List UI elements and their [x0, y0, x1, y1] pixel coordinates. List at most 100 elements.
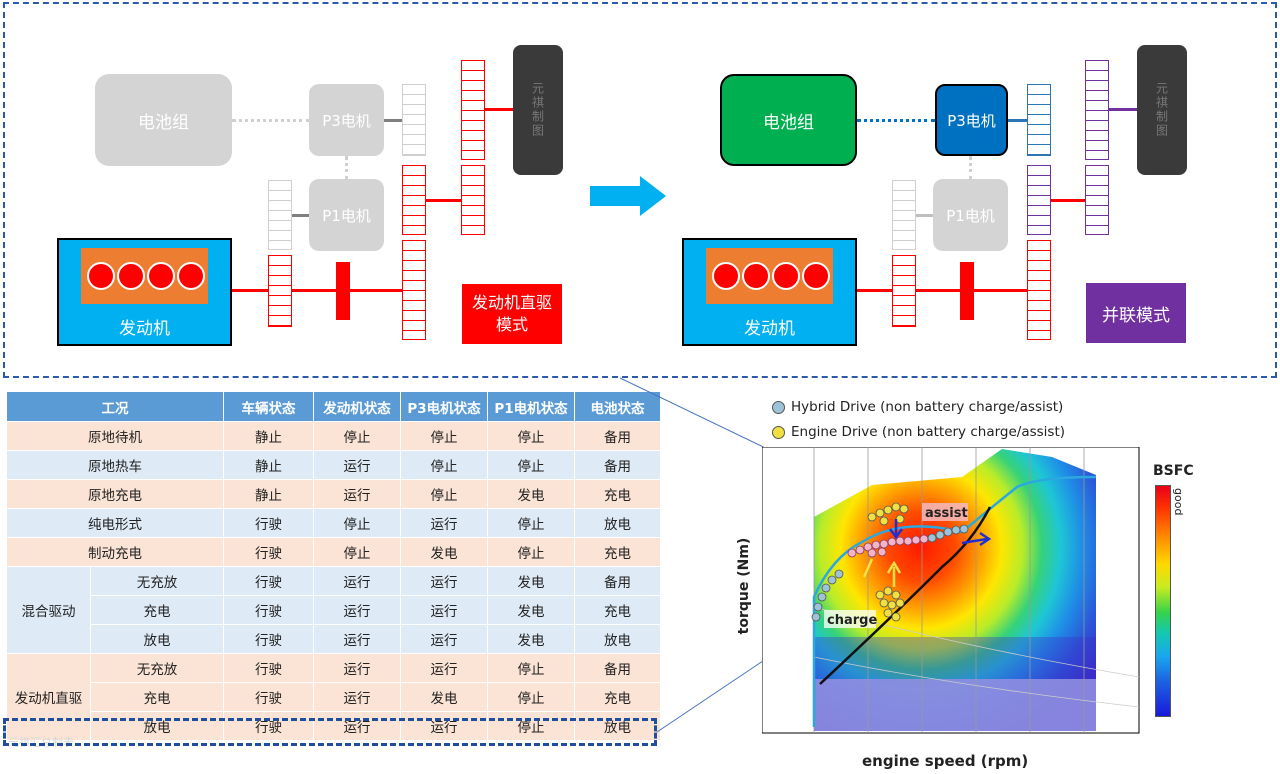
- row-condition: 原地热车: [6, 450, 224, 480]
- status-table: 工况 车辆状态 发动机状态 P3电机状态 P1电机状态 电池状态 原地待机 静止…: [6, 391, 661, 741]
- output-gear-top-right: [1085, 60, 1109, 160]
- cell: 运行: [313, 653, 401, 683]
- legend-engine: Engine Drive (non battery charge/assist): [772, 424, 1065, 440]
- group-engine-direct: 发动机直驱: [6, 653, 91, 741]
- cell: 停止: [487, 682, 575, 712]
- cell: 备用: [574, 653, 661, 683]
- cell: 运行: [313, 566, 401, 596]
- intermediate-gear-top: [402, 165, 426, 235]
- battery-box-active: 电池组: [720, 74, 857, 166]
- output-shaft-right: [1109, 108, 1137, 111]
- engine-box-right: 发动机: [682, 238, 857, 346]
- cell: 充电: [574, 682, 661, 712]
- cell: 发电: [487, 624, 575, 654]
- cell: 运行: [400, 711, 488, 741]
- cell: 运行: [400, 653, 488, 683]
- header-p1: P1电机状态: [487, 391, 575, 422]
- output-gear-mid: [461, 165, 485, 235]
- header-p3: P3电机状态: [400, 391, 488, 422]
- cell: 行驶: [223, 682, 314, 712]
- cell: 备用: [574, 566, 661, 596]
- cell: 停止: [313, 421, 401, 451]
- cylinder-r2: [742, 262, 770, 290]
- transition-arrow-icon: [590, 176, 666, 216]
- cell: 停止: [313, 537, 401, 567]
- engine-drive-points: [867, 502, 909, 622]
- cell: 行驶: [223, 653, 314, 683]
- cell: 充电: [574, 537, 661, 567]
- highlight-row-frame: [3, 718, 657, 746]
- gridlines: [813, 447, 1140, 733]
- p3-p1-link-right: [969, 156, 972, 180]
- cylinder-r4: [802, 262, 830, 290]
- p1-label-right: P1电机: [946, 206, 995, 225]
- cell: 静止: [223, 421, 314, 451]
- table-row: 原地热车 静止 运行 停止 停止 备用: [6, 450, 661, 480]
- intermediate-gear-bottom: [402, 240, 426, 340]
- group-hybrid: 混合驱动: [6, 566, 91, 654]
- legend-hybrid-text: Hybrid Drive (non battery charge/assist): [791, 399, 1064, 415]
- p3-label: P3电机: [322, 111, 371, 130]
- p1-gear: [268, 180, 292, 250]
- engine-block-right: [706, 248, 833, 304]
- battery-p3-link: [232, 119, 310, 122]
- row-condition: 原地充电: [6, 479, 224, 509]
- charge-label: charge: [827, 613, 877, 628]
- engine-gear: [268, 255, 292, 327]
- p3-p1-link: [345, 156, 348, 180]
- row-condition: 制动充电: [6, 537, 224, 567]
- cell: 停止: [487, 508, 575, 538]
- row-sub: 无充放: [90, 566, 224, 596]
- optimal-line: [819, 506, 992, 685]
- cylinder-4: [177, 262, 205, 290]
- cylinder-1: [87, 262, 115, 290]
- intermediate-gear-top-right: [1027, 165, 1051, 235]
- cell: 停止: [487, 450, 575, 480]
- table-row: 原地充电 静止 运行 停止 发电 充电: [6, 479, 661, 509]
- cell: 运行: [313, 711, 401, 741]
- cell: 运行: [313, 479, 401, 509]
- clutch-right: [960, 262, 974, 320]
- assist-label: assist: [925, 506, 968, 521]
- table-row: 混合驱动 无充放 行驶 运行 运行 发电 备用: [6, 566, 661, 654]
- p3-shaft: [384, 119, 402, 122]
- right-diagram: 电池组 P3电机 P1电机 元祺制图 发动机 并联模式: [0, 0, 1280, 380]
- engine-block: [81, 248, 208, 304]
- cell: 发电: [487, 479, 575, 509]
- table-row: 放电 行驶 运行 运行 停止 放电: [7, 711, 661, 741]
- left-diagram: 电池组 P3电机 P1电机 元祺制图 发动机 发动机直驱模式: [0, 0, 640, 380]
- cell: 停止: [400, 450, 488, 480]
- cell: 静止: [223, 479, 314, 509]
- mode-label-direct-text: 发动机直驱模式: [471, 293, 552, 334]
- header-condition: 工况: [6, 391, 224, 422]
- clutch: [336, 262, 350, 320]
- transition-arrows: [862, 519, 992, 587]
- table-row: 发动机直驱 无充放 行驶 运行 运行 停止 备用: [6, 653, 661, 741]
- cell: 运行: [313, 450, 401, 480]
- row-sub: 放电: [90, 624, 224, 654]
- cylinder-2: [117, 262, 145, 290]
- cell: 备用: [574, 421, 661, 451]
- engine-gear-right: [892, 255, 916, 327]
- mode-label-parallel: 并联模式: [1086, 283, 1186, 343]
- p3-gear: [402, 84, 426, 156]
- engine-label-right: 发动机: [744, 318, 795, 339]
- cell: 运行: [313, 595, 401, 625]
- colorbar-good: good: [1172, 488, 1185, 516]
- cell: 放电: [574, 508, 661, 538]
- engine-label: 发动机: [119, 318, 170, 339]
- cell: 运行: [313, 682, 401, 712]
- cell: 放电: [574, 624, 661, 654]
- legend-engine-marker: [772, 425, 785, 439]
- cell: 放电: [574, 711, 661, 741]
- table-row: 原地待机 静止 停止 停止 停止 备用: [6, 421, 661, 451]
- battery-label-active: 电池组: [763, 112, 814, 133]
- cell: 发电: [400, 537, 488, 567]
- mid-shaft: [426, 199, 461, 202]
- charge-label-bg: [824, 610, 876, 628]
- cell: 停止: [400, 479, 488, 509]
- row-sub: 放电: [90, 711, 224, 741]
- p3-motor-box-active: P3电机: [935, 84, 1008, 156]
- battery-box: 电池组: [95, 74, 232, 166]
- p3-motor-box: P3电机: [309, 84, 384, 156]
